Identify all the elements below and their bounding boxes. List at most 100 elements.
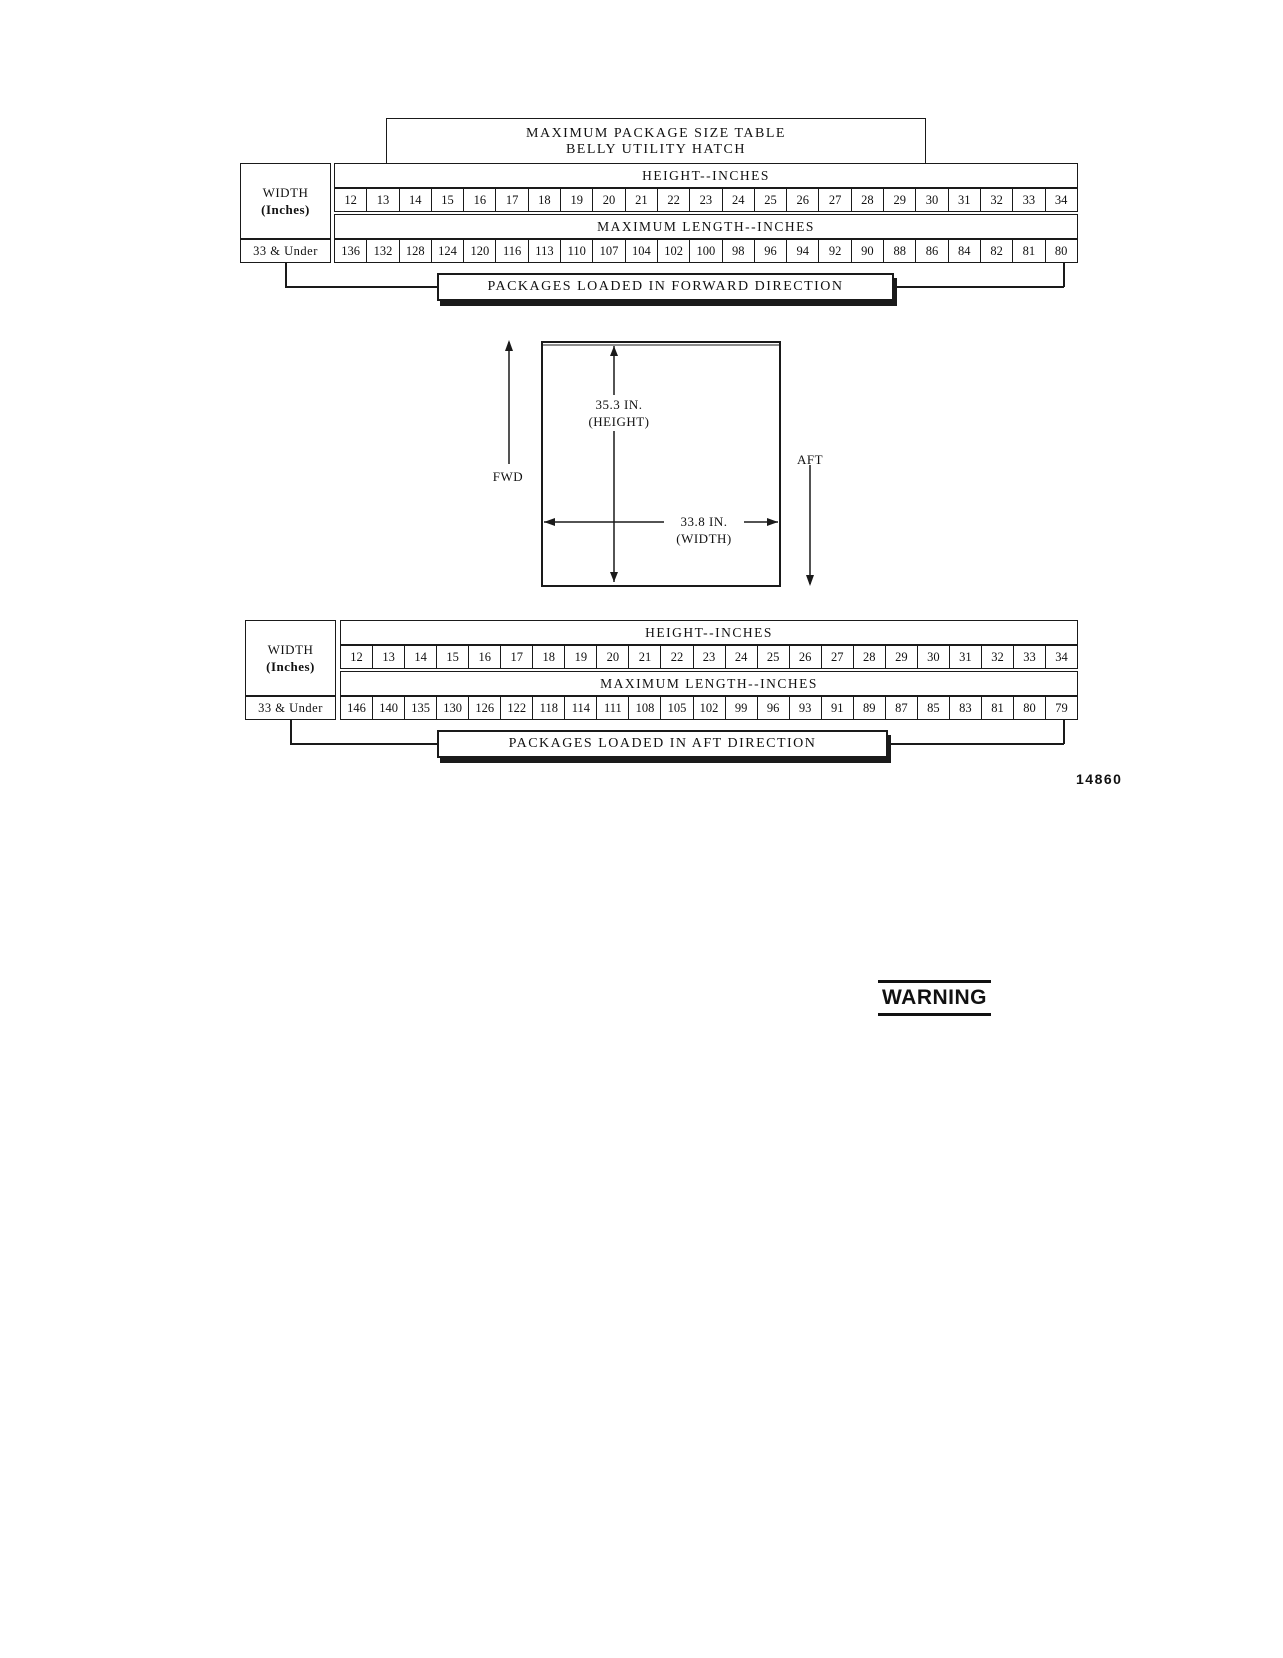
length-header-forward: MAXIMUM LENGTH--INCHES (334, 214, 1078, 239)
height-cell: 24 (723, 189, 755, 211)
length-cell: 79 (1055, 700, 1068, 715)
height-cell: 34 (1054, 192, 1068, 207)
width-header-unit: (Inches) (266, 659, 315, 674)
height-cell: 33 (1014, 646, 1047, 668)
height-cell: 21 (629, 646, 662, 668)
length-cell: 140 (373, 697, 406, 719)
width-arrow-left (544, 518, 555, 526)
height-header-aft: HEIGHT--INCHES (340, 620, 1078, 645)
height-cell: 22 (658, 189, 691, 211)
length-cell: 99 (726, 697, 758, 719)
height-value: 35.3 IN. (595, 397, 643, 412)
height-cell: 25 (755, 189, 788, 211)
length-cell: 110 (561, 240, 594, 262)
height-cell: 23 (694, 646, 726, 668)
height-cell: 20 (593, 189, 626, 211)
height-cell: 25 (758, 646, 790, 668)
height-cell: 30 (918, 646, 950, 668)
height-header-text: HEIGHT--INCHES (642, 167, 770, 183)
length-header-aft: MAXIMUM LENGTH--INCHES (340, 671, 1078, 696)
table-title-box: MAXIMUM PACKAGE SIZE TABLE BELLY UTILITY… (386, 118, 926, 164)
fwd-label-text: FWD (492, 468, 524, 484)
row-label-text: 33 & Under (258, 700, 323, 715)
length-cell: 126 (469, 697, 502, 719)
height-cell: 28 (854, 646, 886, 668)
length-cell: 87 (886, 697, 918, 719)
bracket-right-horiz-forward (894, 286, 1064, 288)
height-cell: 26 (790, 646, 822, 668)
height-cell: 19 (561, 189, 594, 211)
length-cell: 86 (916, 240, 949, 262)
length-cell: 85 (918, 697, 950, 719)
length-cell: 102 (658, 240, 691, 262)
table-title: MAXIMUM PACKAGE SIZE TABLE (526, 125, 786, 141)
height-cell: 13 (367, 189, 400, 211)
bracket-left-vert-forward (285, 263, 287, 287)
length-cell: 80 (1014, 697, 1047, 719)
width-caption: (WIDTH) (676, 531, 732, 546)
banner-aft: PACKAGES LOADED IN AFT DIRECTION (437, 730, 888, 758)
height-arrow-bottom (610, 572, 618, 582)
height-cell: 26 (787, 189, 820, 211)
height-cell: 27 (822, 646, 854, 668)
height-cell: 16 (464, 189, 497, 211)
height-cell: 12 (341, 646, 374, 668)
length-cell: 135 (405, 697, 438, 719)
height-cell: 12 (335, 189, 368, 211)
length-cell: 96 (758, 697, 790, 719)
length-cell: 114 (565, 697, 598, 719)
banner-aft-text: PACKAGES LOADED IN AFT DIRECTION (508, 736, 817, 751)
row-label-text: 33 & Under (253, 243, 318, 258)
figure-number: 14860 (1076, 771, 1123, 787)
length-cell: 90 (852, 240, 885, 262)
length-cell: 81 (982, 697, 1014, 719)
length-cell: 107 (593, 240, 626, 262)
length-cell: 105 (661, 697, 694, 719)
fwd-arrow-head (505, 340, 513, 351)
warning-label: WARNING (878, 980, 991, 1016)
warning-text: WARNING (882, 986, 987, 1009)
length-cell: 136 (335, 240, 368, 262)
height-cell: 31 (950, 646, 982, 668)
width-header-forward: WIDTH (Inches) (240, 163, 331, 239)
height-cell: 30 (916, 189, 949, 211)
length-cell: 84 (949, 240, 981, 262)
height-arrow-top (610, 346, 618, 356)
length-cell: 116 (496, 240, 529, 262)
length-cell: 108 (629, 697, 662, 719)
bracket-right-vert-aft (1063, 720, 1065, 744)
height-cell: 29 (886, 646, 918, 668)
height-cell: 14 (400, 189, 432, 211)
bracket-left-horiz-aft (290, 743, 437, 745)
height-cell: 28 (852, 189, 885, 211)
length-cell: 82 (981, 240, 1014, 262)
length-header-text: MAXIMUM LENGTH--INCHES (600, 675, 818, 691)
height-label: 35.3 IN. (HEIGHT) (574, 395, 664, 431)
length-cell: 94 (787, 240, 820, 262)
height-cell: 24 (726, 646, 758, 668)
table-subtitle: BELLY UTILITY HATCH (565, 141, 747, 157)
aft-arrow-head (806, 575, 814, 586)
height-cell: 27 (819, 189, 852, 211)
height-cell: 23 (690, 189, 723, 211)
length-cell: 81 (1013, 240, 1046, 262)
height-cell: 17 (501, 646, 534, 668)
length-cell: 130 (437, 697, 470, 719)
height-cell: 32 (982, 646, 1014, 668)
height-cell: 18 (529, 189, 562, 211)
height-header-forward: HEIGHT--INCHES (334, 163, 1078, 188)
length-cell: 111 (597, 697, 630, 719)
banner-forward: PACKAGES LOADED IN FORWARD DIRECTION (437, 273, 894, 301)
height-cell: 19 (565, 646, 598, 668)
row-label-aft: 33 & Under (245, 696, 336, 720)
height-cell: 33 (1013, 189, 1046, 211)
height-cell: 29 (884, 189, 917, 211)
length-cell: 122 (501, 697, 534, 719)
aft-label-text: AFT (796, 451, 824, 467)
length-cell: 80 (1054, 243, 1068, 258)
height-cell: 20 (597, 646, 630, 668)
length-cell: 146 (341, 697, 374, 719)
